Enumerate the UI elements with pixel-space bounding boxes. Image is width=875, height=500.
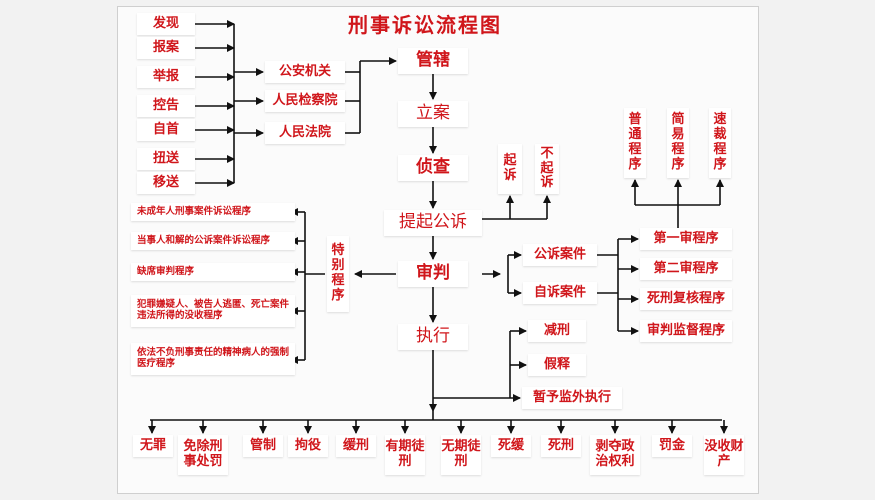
source-item: 移送 — [137, 172, 195, 194]
procedure-supervision: 审判监督程序 — [640, 320, 732, 342]
result-item: 免除刑事处罚 — [178, 435, 228, 475]
special-procedure-item: 未成年人刑事案件诉讼程序 — [131, 203, 295, 221]
chart-title: 刑事诉讼流程图 — [348, 12, 502, 37]
result-item: 没收财产 — [704, 435, 744, 475]
execution-parole: 假释 — [528, 354, 586, 376]
node-jurisdiction: 管辖 — [398, 48, 468, 74]
procedure-expedited: 速裁程序 — [709, 108, 731, 178]
result-item: 有期徒刑 — [385, 435, 425, 475]
execution-temporary-outside: 暂予监外执行 — [522, 387, 622, 409]
procedure-death-review: 死刑复核程序 — [640, 288, 732, 310]
special-procedure-label: 特别程序 — [327, 236, 349, 312]
outcome-indict: 起诉 — [498, 144, 522, 194]
result-item: 剥夺政治权利 — [590, 435, 640, 475]
execution-commutation: 减刑 — [528, 320, 586, 342]
node-execution: 执行 — [398, 324, 468, 350]
result-item: 拘役 — [288, 435, 328, 457]
result-item: 罚金 — [652, 435, 692, 457]
node-filing: 立案 — [398, 101, 468, 127]
node-trial: 审判 — [398, 261, 468, 287]
outcome-no-indict: 不起诉 — [535, 144, 559, 194]
case-public-prosecution: 公诉案件 — [523, 244, 597, 266]
source-item: 自首 — [137, 119, 195, 141]
special-procedure-item: 当事人和解的公诉案件诉讼程序 — [131, 232, 295, 250]
procedure-simplified: 简易程序 — [667, 108, 689, 178]
result-item: 无罪 — [133, 435, 173, 457]
organ-procuratorate: 人民检察院 — [265, 90, 345, 112]
procedure-first-instance: 第一审程序 — [640, 228, 732, 250]
source-item: 扭送 — [137, 148, 195, 170]
result-item: 无期徒刑 — [441, 435, 481, 475]
source-item: 举报 — [137, 66, 195, 88]
special-procedure-item: 犯罪嫌疑人、被告人逃匿、死亡案件违法所得的没收程序 — [131, 295, 295, 327]
procedure-second-instance: 第二审程序 — [640, 258, 732, 280]
special-procedure-item: 缺席审判程序 — [131, 263, 295, 281]
result-item: 死缓 — [491, 435, 531, 457]
result-item: 缓刑 — [336, 435, 376, 457]
source-item: 控告 — [137, 95, 195, 117]
node-investigation: 侦查 — [398, 155, 468, 181]
result-item: 管制 — [243, 435, 283, 457]
organ-police: 公安机关 — [265, 61, 345, 83]
special-procedure-item: 依法不负刑事责任的精神病人的强制医疗程序 — [131, 343, 295, 375]
chart-frame — [117, 6, 759, 494]
organ-court: 人民法院 — [265, 122, 345, 144]
source-item: 发现 — [137, 13, 195, 35]
result-item: 死刑 — [541, 435, 581, 457]
case-private-prosecution: 自诉案件 — [523, 282, 597, 304]
source-item: 报案 — [137, 37, 195, 59]
procedure-ordinary: 普通程序 — [624, 108, 646, 178]
node-prosecution: 提起公诉 — [384, 210, 482, 236]
